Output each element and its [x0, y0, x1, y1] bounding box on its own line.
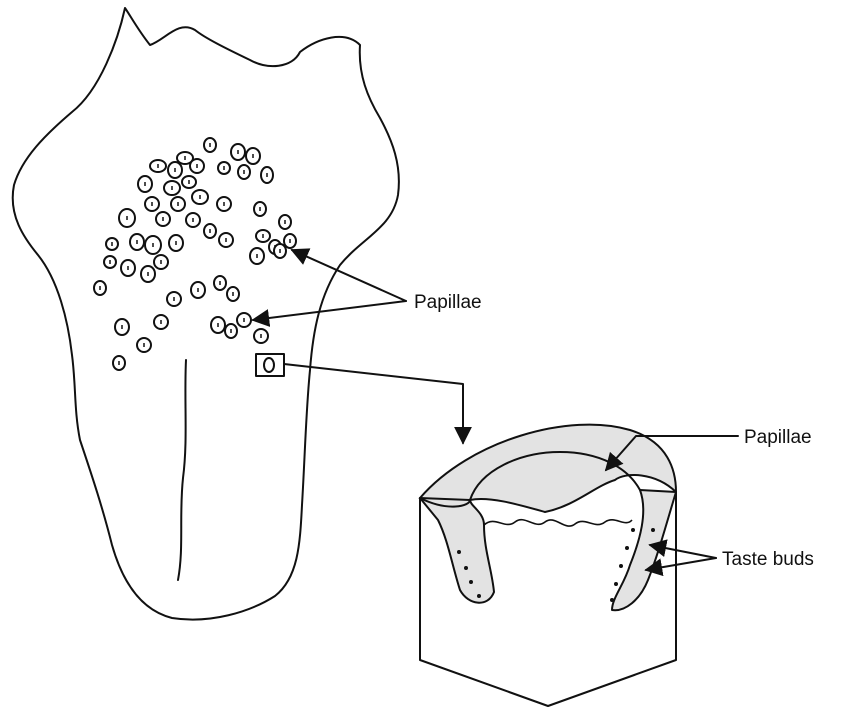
papilla-floor	[484, 520, 632, 526]
papilla-left-wall	[420, 498, 494, 603]
taste-bud	[625, 546, 629, 550]
taste-bud	[610, 598, 614, 602]
papillae-label-tongue: Papillae	[414, 292, 482, 313]
taste-buds-arrow-upper	[650, 545, 716, 558]
taste-buds-arrow-lower	[646, 558, 716, 570]
taste-bud	[457, 550, 461, 554]
taste-bud	[619, 564, 623, 568]
tongue	[13, 8, 399, 620]
cross-section	[420, 425, 676, 706]
taste-buds-label: Taste buds	[722, 549, 814, 570]
taste-bud	[477, 594, 481, 598]
taste-bud	[614, 582, 618, 586]
taste-bud	[469, 580, 473, 584]
taste-bud	[464, 566, 468, 570]
papilla-highlighted	[264, 358, 274, 372]
tongue-outline	[13, 8, 399, 620]
papillae-arrow-lower	[253, 301, 406, 320]
papillae-group	[94, 138, 296, 372]
taste-bud	[631, 528, 635, 532]
connector-line	[284, 364, 463, 443]
taste-bud	[651, 528, 655, 532]
papilla-right-wall	[612, 490, 676, 610]
median-sulcus	[178, 360, 186, 580]
papillae-arrow-upper	[292, 250, 406, 301]
papillae-label-section: Papillae	[744, 427, 812, 448]
